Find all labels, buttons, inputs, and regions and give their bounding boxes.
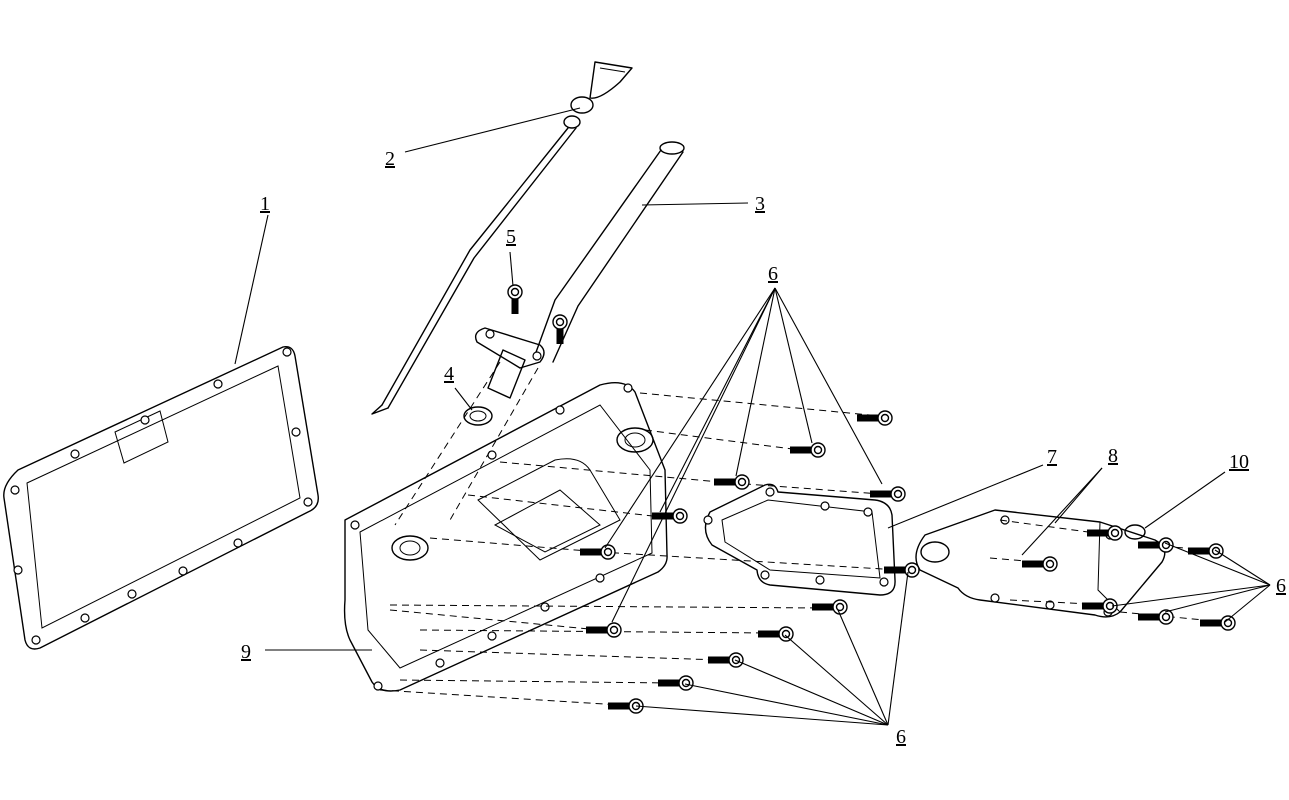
callouts: 1 2 3 5 4 6 7 8 10 6 9 6 <box>241 148 1286 748</box>
bolt-icon <box>714 474 750 490</box>
callout-6-top: 6 <box>768 263 778 285</box>
leader-lines <box>234 107 1271 726</box>
bolt-icon <box>812 599 848 615</box>
bolt-icon <box>1138 609 1174 625</box>
bolt-icon <box>708 652 744 668</box>
tube-bracket <box>474 327 545 369</box>
bolt-icon <box>580 544 616 560</box>
callout-3: 3 <box>755 193 765 215</box>
gasket-large <box>3 346 319 650</box>
engine-cover <box>343 382 668 692</box>
bolt-icon <box>870 486 906 502</box>
bolt-icon <box>507 284 523 314</box>
callout-9: 9 <box>241 641 251 663</box>
callout-10: 10 <box>1229 451 1249 473</box>
callout-6-right: 6 <box>1276 575 1286 597</box>
bolt-icon <box>552 314 568 344</box>
bolt-icon <box>758 626 794 642</box>
bolt-icon <box>658 675 694 691</box>
callout-5: 5 <box>506 226 516 248</box>
bolt-icon <box>1188 543 1224 559</box>
callout-8: 8 <box>1108 445 1118 467</box>
bolt-icon <box>652 508 688 524</box>
callout-7: 7 <box>1047 446 1057 468</box>
bolt-icon <box>1022 556 1058 572</box>
bolt-icon <box>1200 615 1236 631</box>
bolt-icon <box>857 410 893 426</box>
bolt-icon <box>1082 598 1118 614</box>
bolt-icon <box>586 622 622 638</box>
gasket-small <box>703 483 896 596</box>
dipstick <box>371 61 633 415</box>
dipstick-tube <box>487 141 685 399</box>
bolt-icon <box>884 562 920 578</box>
bolt-icon <box>790 442 826 458</box>
callout-2: 2 <box>385 148 395 170</box>
bolt-icon <box>1087 525 1123 541</box>
bolt-icon <box>1138 537 1174 553</box>
seal-ring <box>463 406 493 426</box>
callout-4: 4 <box>444 363 454 385</box>
alignment-lines <box>379 361 1226 706</box>
callout-6-bottom: 6 <box>896 726 906 748</box>
callout-1: 1 <box>260 193 270 215</box>
bolt-group <box>507 284 1236 714</box>
